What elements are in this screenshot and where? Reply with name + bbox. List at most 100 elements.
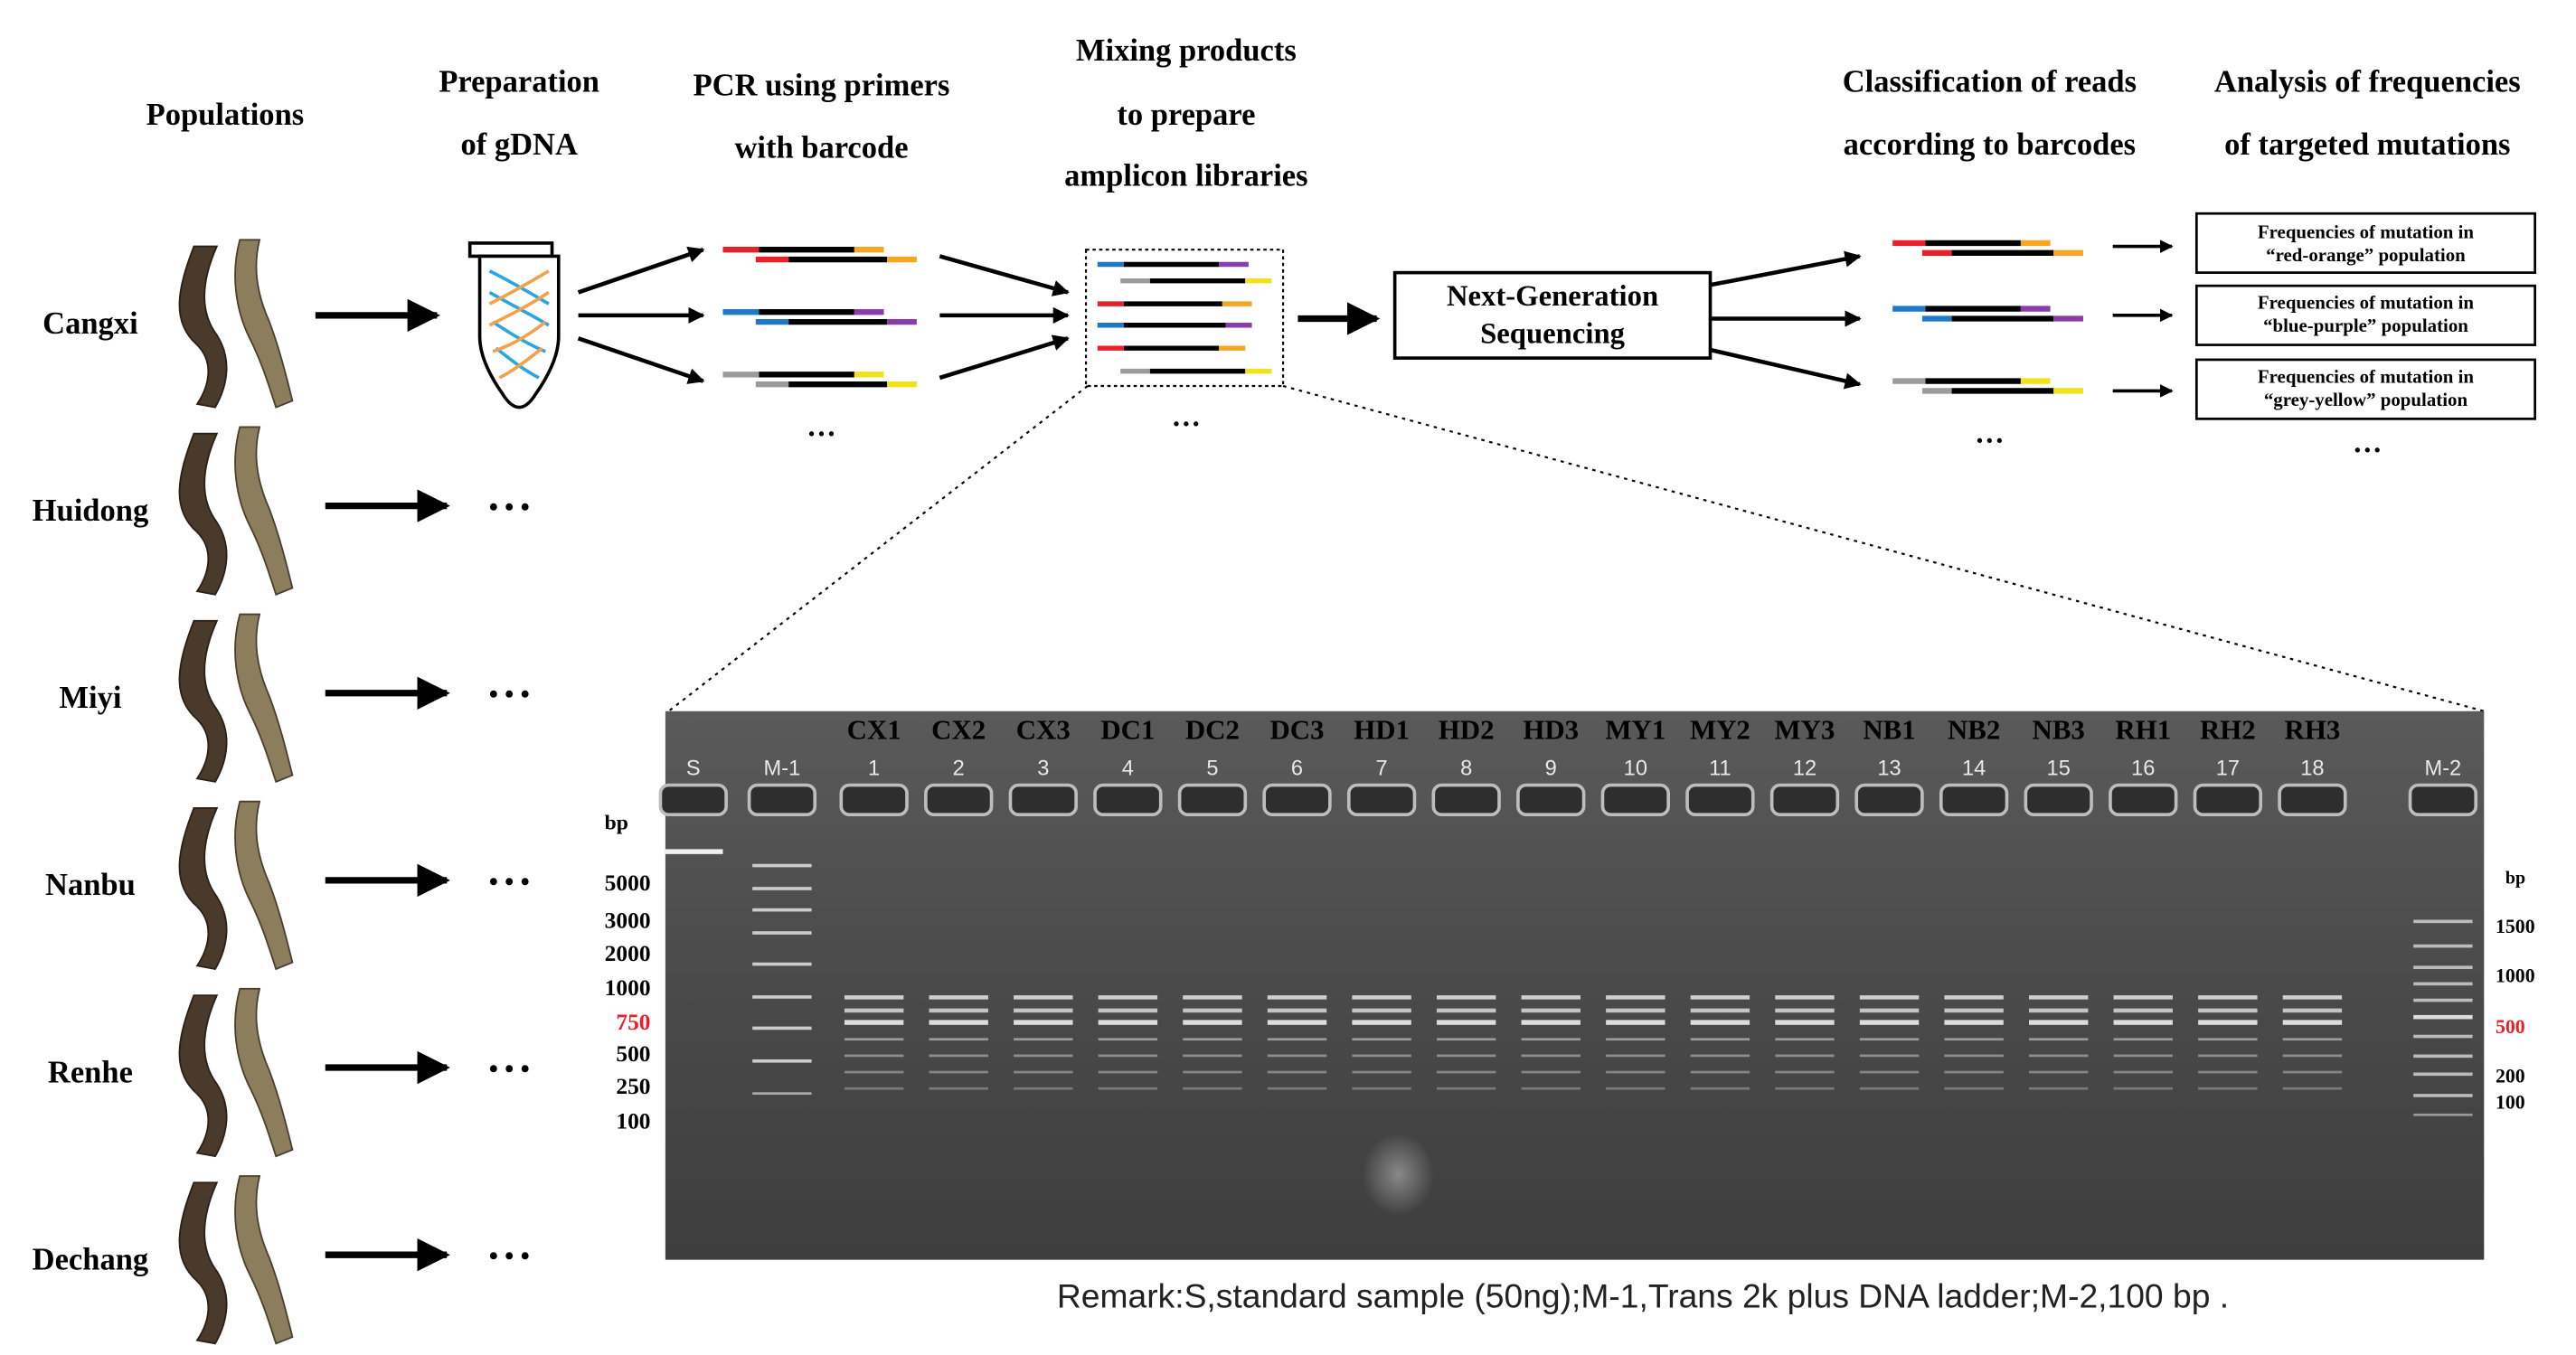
gel-band (1183, 1038, 1242, 1041)
larva-icon (178, 613, 294, 784)
right-marker-500: 500 (2496, 1016, 2525, 1038)
reads-ellipsis: ··· (1975, 425, 2005, 457)
gel-band (1775, 995, 1835, 1000)
gel-band (1267, 1038, 1327, 1041)
gel-band (1267, 1008, 1327, 1013)
gel-band (1183, 995, 1242, 1000)
gel-band (1859, 1070, 1920, 1074)
population-ellipsis: • • • (489, 494, 530, 522)
lane-label-m-2: M-2 (2425, 757, 2462, 781)
gel-well (1939, 783, 2009, 817)
gel-band (1944, 1038, 2004, 1041)
gel-band (1859, 1054, 1920, 1058)
gel-band (2113, 1038, 2173, 1041)
gel-well (1600, 783, 1670, 817)
population-name: Renhe (48, 1055, 133, 1089)
sample-label-hd2: HD2 (1439, 714, 1495, 746)
lane-label-4: 4 (1122, 757, 1134, 781)
right-marker-100: 100 (2496, 1091, 2525, 1113)
gel-band (2413, 1034, 2473, 1039)
workflow-arrows (315, 240, 2174, 398)
gel-band (1521, 1054, 1581, 1058)
gel-band (1606, 1008, 1665, 1013)
gel-band (1014, 1054, 1073, 1058)
gel-band (1267, 1070, 1327, 1074)
gel-band (1521, 1038, 1581, 1041)
gel-band (2282, 1087, 2343, 1090)
population-name: Miyi (59, 681, 121, 715)
gel-band (2113, 1070, 2173, 1074)
gel-band (2282, 1020, 2343, 1025)
arrow-pcr-mix-3 (939, 334, 1070, 381)
gel-band (752, 1026, 812, 1030)
gel-band (1521, 1008, 1581, 1013)
lane-label-17: 17 (2216, 757, 2240, 781)
gel-band (2028, 1087, 2089, 1090)
step-headers: Populations Preparation of gDNA PCR usin… (146, 33, 2521, 193)
right-marker-1500: 1500 (2496, 916, 2535, 937)
gel-band (2198, 1008, 2258, 1013)
gel-band (844, 995, 904, 1000)
gel-well (1685, 783, 1755, 817)
left-marker-2000: 2000 (605, 940, 651, 966)
gel-band (752, 962, 812, 966)
result-red-orange-line1: Frequencies of mutation in (2258, 221, 2474, 242)
lane-label-9: 9 (1545, 757, 1557, 781)
result-blue-purple-line2: “blue-purple” population (2263, 315, 2468, 336)
gel-band (1944, 1087, 2004, 1090)
gel-band (2413, 1113, 2473, 1116)
sample-label-dc1: DC1 (1100, 714, 1155, 746)
result-red-orange-line2: “red-orange” population (2266, 244, 2466, 266)
gel-band (2413, 982, 2473, 986)
gel-band (2028, 1008, 2089, 1013)
lane-label-5: 5 (1206, 757, 1218, 781)
gel-band (929, 1054, 988, 1058)
gel-band (1098, 995, 1158, 1000)
population-name: Dechang (33, 1243, 148, 1277)
right-marker-unit: bp (2505, 869, 2525, 889)
gel-band (2198, 1054, 2258, 1058)
sample-label-cx1: CX1 (847, 714, 901, 746)
gel-band (2198, 1020, 2258, 1025)
gel-band (1775, 1038, 1835, 1041)
lane-label-6: 6 (1291, 757, 1303, 781)
left-marker-unit: bp (605, 812, 628, 835)
sample-label-rh3: RH3 (2285, 714, 2341, 746)
gel-band (1183, 1087, 1242, 1090)
lane-label-18: 18 (2300, 757, 2324, 781)
sample-label-rh1: RH1 (2115, 714, 2171, 746)
gel-band (1521, 1087, 1581, 1090)
left-marker-100: 100 (616, 1107, 650, 1134)
gel-band (2028, 1054, 2089, 1058)
population-row-dechang: Dechang• • • (33, 1175, 530, 1345)
gel-band (1859, 1008, 1920, 1013)
gel-well (1769, 783, 1840, 817)
gel-band (2113, 1054, 2173, 1058)
header-class-line1: Classification of reads (1843, 65, 2137, 99)
larva-icon (178, 1175, 294, 1345)
gel-band (1352, 995, 1411, 1000)
sample-label-my3: MY3 (1775, 714, 1835, 746)
gel-band (1352, 1020, 1411, 1025)
gel-band (1775, 1087, 1835, 1090)
gel-band (1183, 1008, 1242, 1013)
population-row-renhe: Renhe• • • (48, 987, 530, 1158)
right-marker-200: 200 (2496, 1065, 2525, 1087)
gel-band (752, 995, 812, 999)
header-freq-line1: Analysis of frequencies (2214, 65, 2521, 99)
gel-well (1093, 783, 1163, 817)
population-row-cangxi: Cangxi (42, 239, 294, 409)
gel-smear-hd1 (1362, 1133, 1435, 1216)
sample-label-dc2: DC2 (1185, 714, 1240, 746)
gel-band (844, 1054, 904, 1058)
header-mix-line1: Mixing products (1076, 33, 1297, 68)
gel-band (1775, 1020, 1835, 1025)
ngs-label-line2: Sequencing (1480, 318, 1626, 351)
result-boxes: Frequencies of mutation in “red-orange” … (2194, 212, 2536, 420)
gel-band (1098, 1070, 1158, 1074)
lane-label-12: 12 (1793, 757, 1816, 781)
gel-band (1690, 1087, 1750, 1090)
